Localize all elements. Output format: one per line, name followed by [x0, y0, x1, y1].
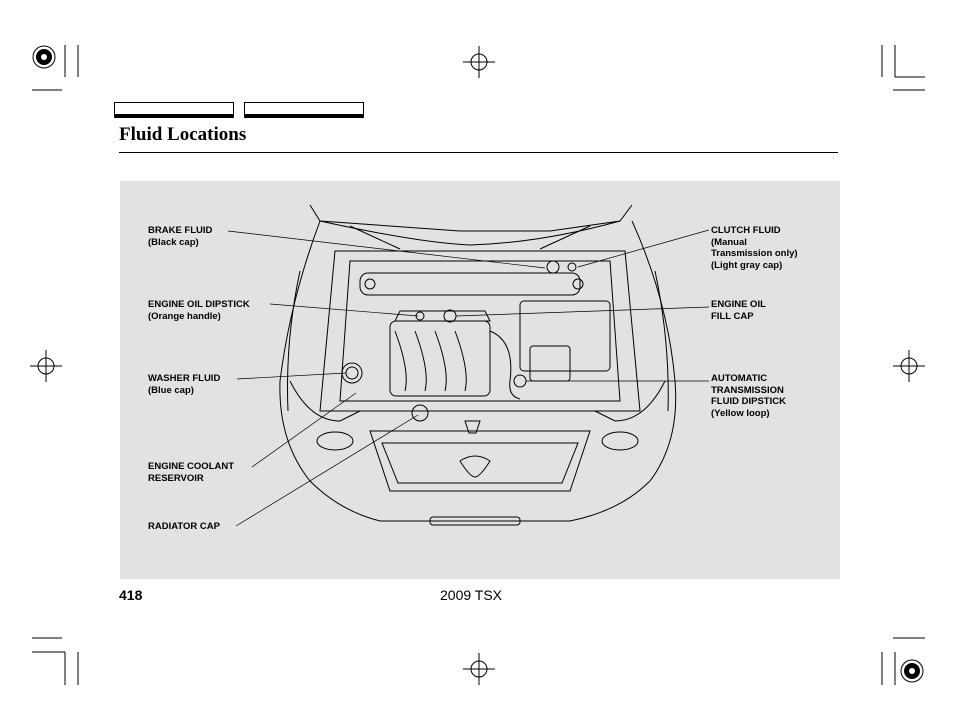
section-tab-2[interactable]	[244, 102, 364, 118]
label-engine-oil-dipstick-note: (Orange handle)	[148, 310, 221, 322]
label-radiator-cap-title: RADIATOR CAP	[148, 521, 220, 532]
label-washer-fluid: WASHER FLUID (Blue cap)	[148, 373, 220, 396]
label-brake-fluid-note: (Black cap)	[148, 236, 199, 248]
label-radiator-cap: RADIATOR CAP	[148, 521, 220, 533]
section-tab-1[interactable]	[114, 102, 234, 118]
label-atf-line1: AUTOMATIC	[711, 373, 768, 384]
label-brake-fluid-title: BRAKE FLUID	[148, 225, 213, 236]
label-clutch-fluid-note2: Transmission only)	[711, 248, 798, 259]
label-clutch-fluid: CLUTCH FLUID (Manual Transmission only) …	[711, 225, 798, 271]
label-clutch-fluid-title: CLUTCH FLUID	[711, 225, 781, 236]
label-atf-line4: (Yellow loop)	[711, 407, 770, 419]
label-washer-fluid-title: WASHER FLUID	[148, 373, 221, 384]
title-rule	[119, 152, 838, 153]
label-engine-coolant-line1: ENGINE COOLANT	[148, 461, 235, 472]
label-engine-oil-dipstick: ENGINE OIL DIPSTICK (Orange handle)	[148, 299, 250, 322]
label-atf-line3: FLUID DIPSTICK	[711, 396, 786, 407]
page-footer: 2009 TSX	[440, 587, 503, 603]
label-atf-dipstick: AUTOMATIC TRANSMISSION FLUID DIPSTICK (Y…	[711, 373, 786, 419]
page-number: 418	[119, 587, 143, 603]
label-engine-oil-fill-cap: ENGINE OIL FILL CAP	[711, 299, 766, 322]
engine-bay-illustration	[227, 204, 710, 527]
page-title: Fluid Locations	[119, 124, 247, 145]
registration-starburst-top-left	[32, 45, 56, 69]
label-engine-oil-fill-line1: ENGINE OIL	[711, 299, 766, 310]
label-washer-fluid-note: (Blue cap)	[148, 384, 194, 396]
registration-starburst-bottom-right	[900, 659, 924, 683]
label-engine-oil-dipstick-title: ENGINE OIL DIPSTICK	[148, 299, 250, 310]
label-engine-coolant-reservoir: ENGINE COOLANT RESERVOIR	[148, 461, 234, 484]
label-clutch-fluid-note3: (Light gray cap)	[711, 259, 783, 271]
label-engine-oil-fill-line2: FILL CAP	[711, 310, 754, 322]
label-engine-coolant-line2: RESERVOIR	[148, 472, 204, 484]
label-clutch-fluid-note1: (Manual	[711, 236, 747, 248]
label-atf-line2: TRANSMISSION	[711, 384, 784, 396]
label-brake-fluid: BRAKE FLUID (Black cap)	[148, 225, 212, 248]
engine-bay-figure: BRAKE FLUID (Black cap) ENGINE OIL DIPST…	[120, 181, 840, 579]
